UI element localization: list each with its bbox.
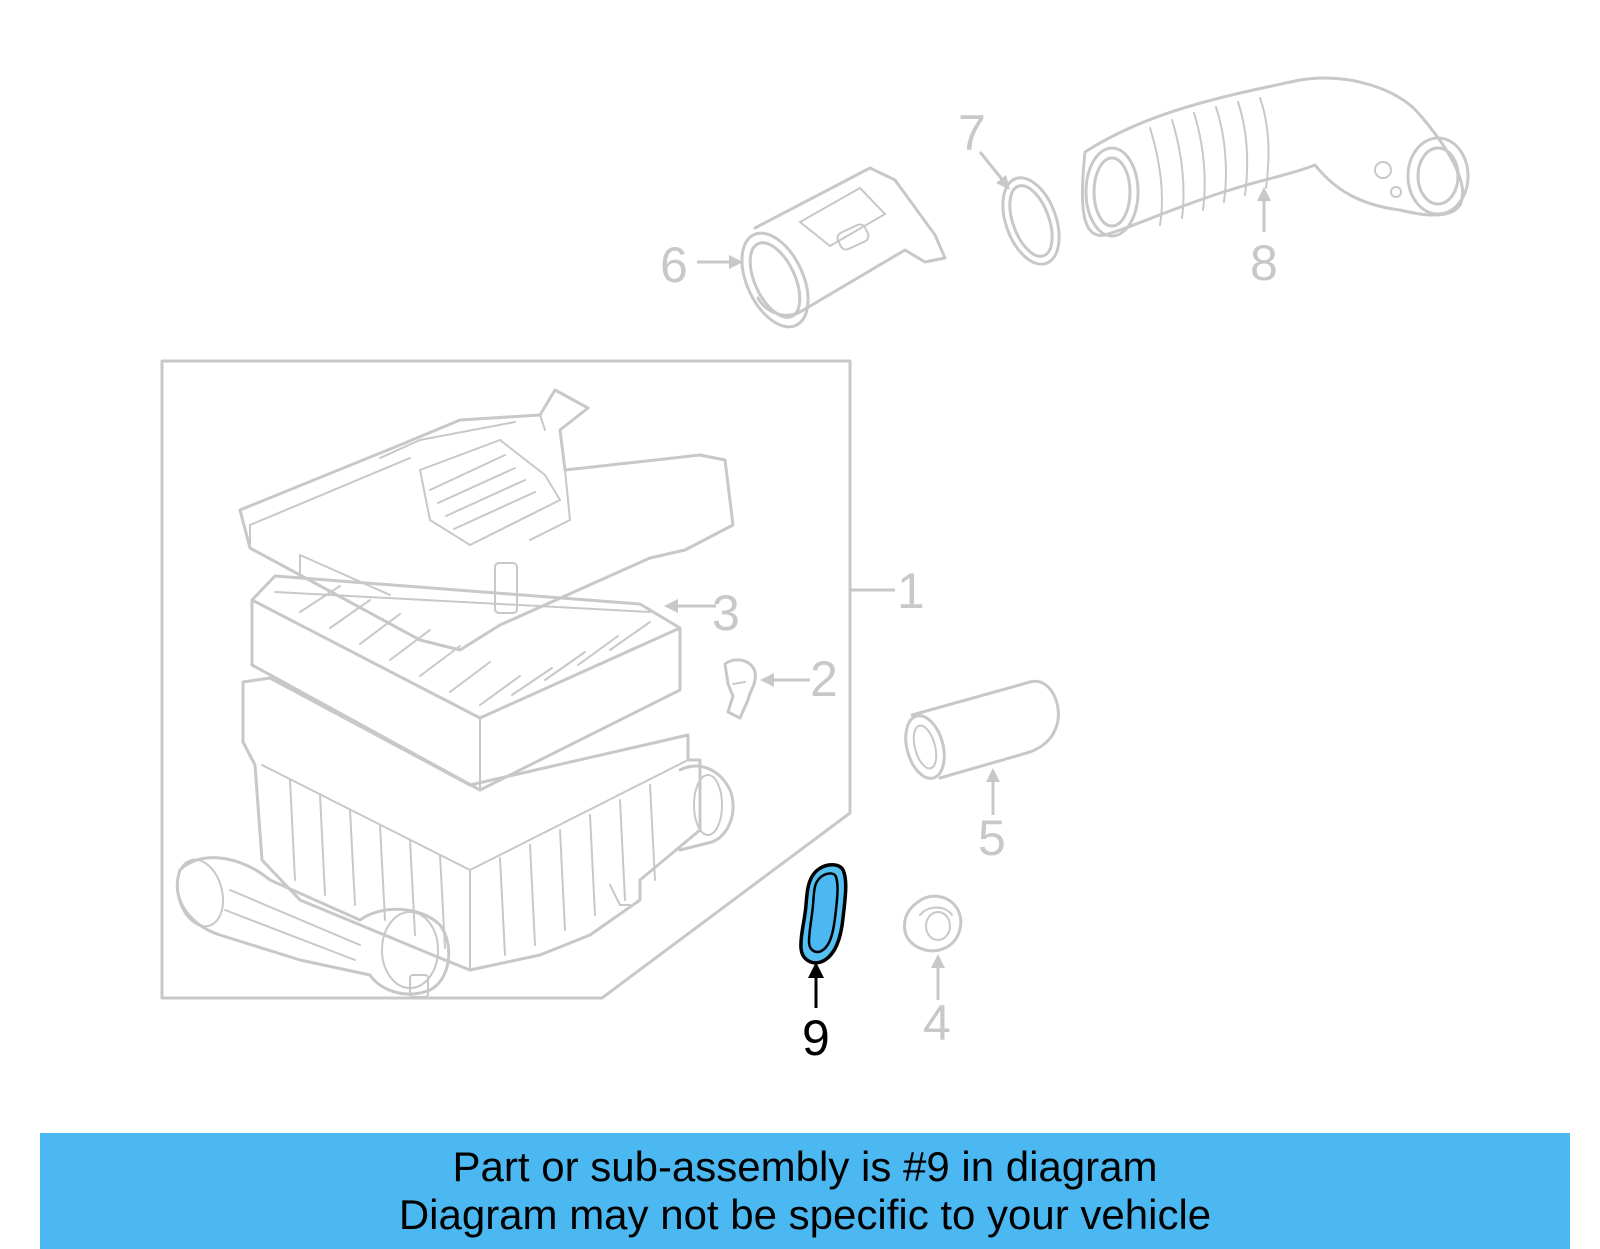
part-3-filter-element[interactable] xyxy=(250,574,682,792)
callout-3: 3 xyxy=(712,585,740,641)
banner-line-1: Part or sub-assembly is #9 in diagram xyxy=(452,1143,1158,1190)
air-cleaner-inlet-duct[interactable] xyxy=(170,854,451,996)
callout-4: 4 xyxy=(923,995,951,1051)
banner-line-2: Diagram may not be specific to your vehi… xyxy=(398,1191,1212,1238)
part-7-seal-ring[interactable] xyxy=(992,170,1070,272)
leader-lines xyxy=(664,151,1271,1008)
callout-2: 2 xyxy=(810,651,838,707)
callout-6: 6 xyxy=(660,237,688,293)
part-2-clip[interactable] xyxy=(723,658,757,720)
part-4-grommet[interactable] xyxy=(903,894,963,953)
info-banner: Part or sub-assembly is #9 in diagram Di… xyxy=(40,1133,1570,1249)
callout-8: 8 xyxy=(1250,235,1278,291)
air-cleaner-upper-housing[interactable] xyxy=(238,388,735,652)
part-5-sleeve[interactable] xyxy=(899,679,1060,782)
air-cleaner-lower-housing[interactable] xyxy=(241,676,735,998)
callout-7: 7 xyxy=(958,105,986,161)
callout-5: 5 xyxy=(978,810,1006,866)
callout-1: 1 xyxy=(897,563,925,619)
callout-9: 9 xyxy=(802,1010,830,1066)
part-1-frame xyxy=(160,359,852,1000)
part-9-gasket[interactable] xyxy=(799,862,848,965)
part-6-air-flow-meter[interactable] xyxy=(728,166,947,337)
part-8-intake-hose[interactable] xyxy=(1080,76,1470,238)
